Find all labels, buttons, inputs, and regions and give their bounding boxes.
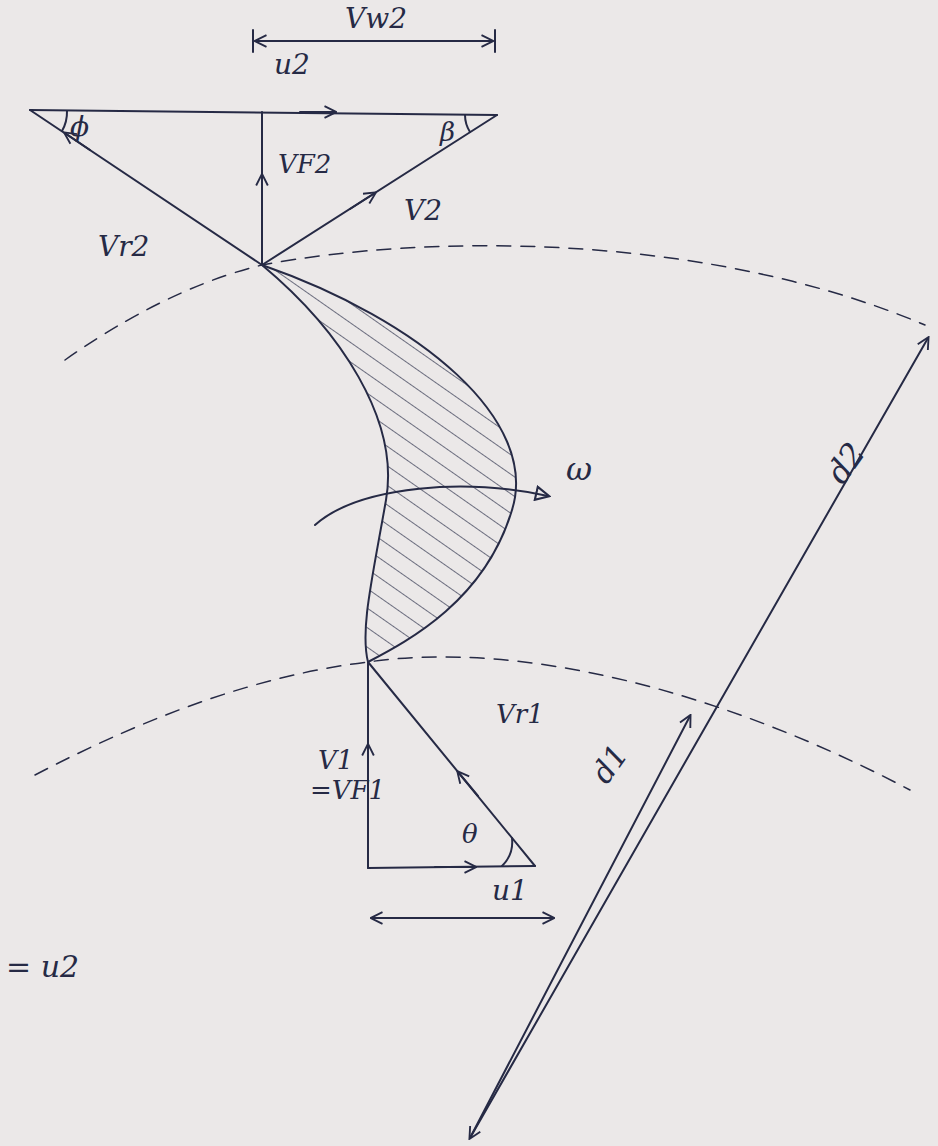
u2-line (30, 110, 497, 115)
inner-circle (35, 657, 910, 790)
diameter-label: d1 (585, 739, 634, 789)
blade-outer (262, 265, 516, 662)
velocity-label: V2 (404, 196, 442, 227)
outer-circle (65, 246, 925, 360)
relative-velocity-label: Vr1 (496, 700, 544, 729)
flow-velocity-label: VF2 (278, 150, 331, 179)
vf2-line (261, 112, 263, 265)
blade-inner (262, 265, 388, 662)
velocity-label: V1 (318, 746, 353, 775)
v2-line (262, 115, 497, 265)
d2-line (470, 338, 928, 1138)
phi-arc (62, 111, 67, 131)
relative-velocity-label: Vr2 (98, 232, 149, 263)
vr1-line (368, 662, 535, 866)
blade-speed-label: u1 (492, 876, 528, 907)
note-label: = u2 (6, 950, 79, 983)
rotation-arrow (315, 487, 548, 525)
beta-arc (465, 115, 470, 132)
angle-label: β (440, 118, 455, 147)
angle-label: ϕ (70, 112, 89, 143)
theta-arc (502, 838, 512, 866)
diameter-label: d2 (820, 437, 872, 491)
whirl-velocity-label: Vw2 (345, 4, 407, 35)
blade-speed-label: u2 (274, 50, 310, 81)
v1-line (367, 662, 369, 868)
dimension-line (256, 40, 492, 42)
angular-speed-label: ω (566, 452, 592, 487)
d1-line (470, 716, 690, 1138)
dimension-line (372, 917, 553, 919)
u1-line (368, 866, 535, 868)
angle-label: θ (462, 820, 478, 849)
flow-velocity-label: =VF1 (310, 776, 385, 805)
vr2-line (30, 110, 262, 265)
